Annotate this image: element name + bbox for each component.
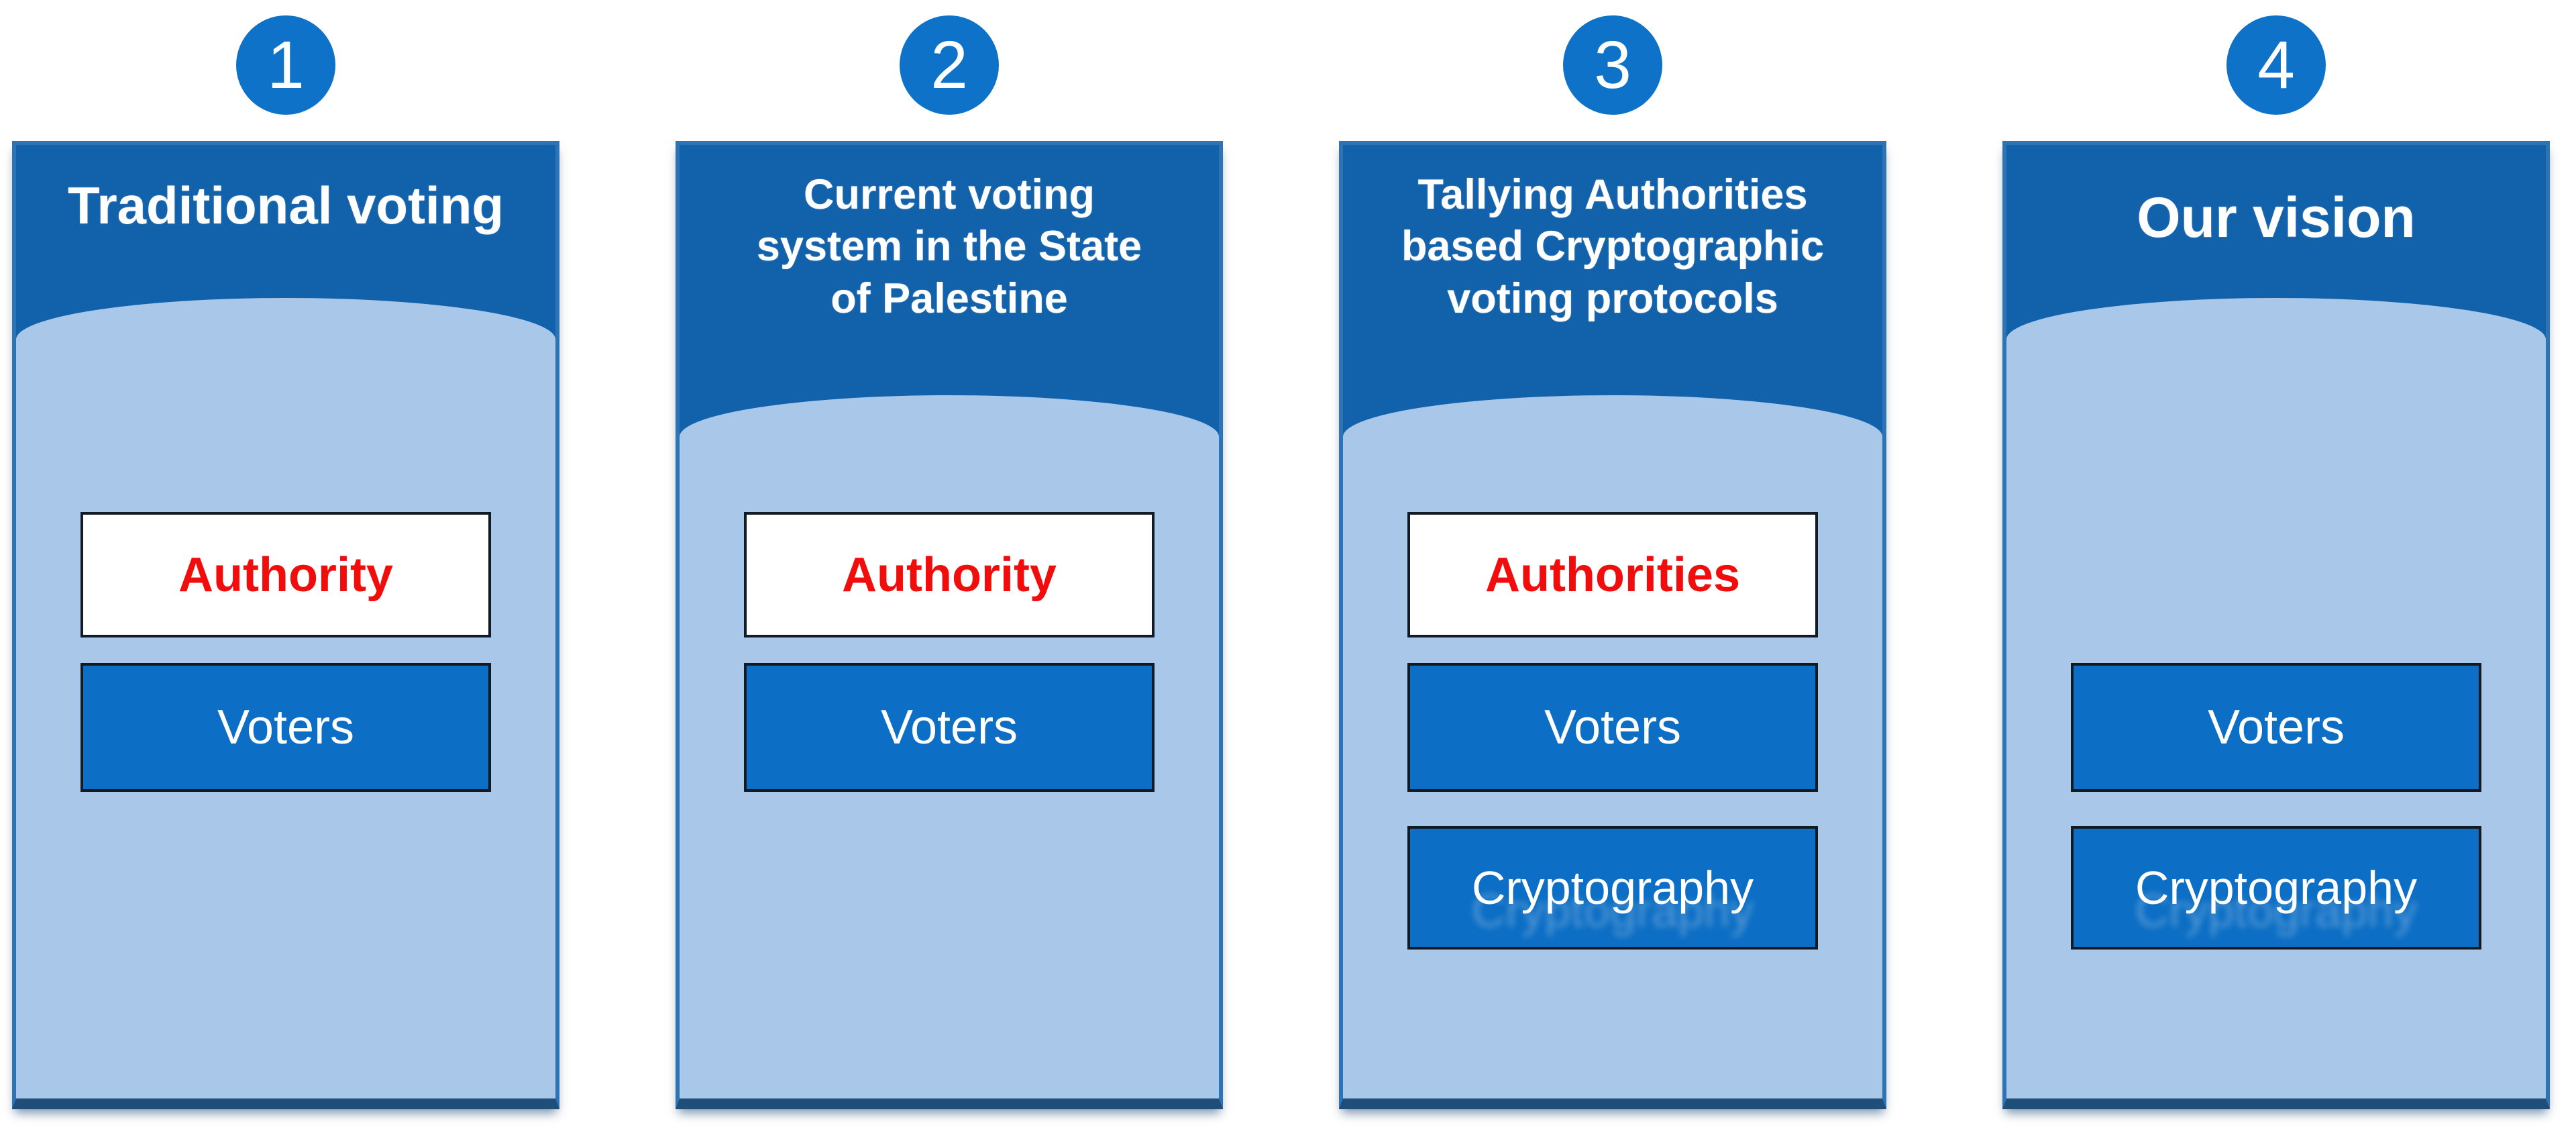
panel-title: Our vision (2006, 184, 2546, 252)
authority-label: Authority (178, 548, 393, 602)
panel-title-line: based Cryptographic (1401, 223, 1825, 270)
step-number: 1 (267, 28, 305, 103)
voters-box: Voters (744, 663, 1155, 792)
step-number-badge-2: 2 (900, 15, 999, 115)
panel-title: Tallying Authorities based Cryptographic… (1343, 169, 1882, 325)
authority-box: Authority (744, 512, 1155, 637)
step-number: 2 (930, 28, 968, 103)
panel-title-line: Tallying Authorities (1417, 171, 1808, 218)
step-number-badge-4: 4 (2226, 15, 2326, 115)
panel-title: Traditional voting (16, 173, 555, 239)
authorities-box: Authorities (1407, 512, 1818, 637)
voters-label: Voters (2207, 701, 2345, 754)
panel-title-line: voting protocols (1447, 274, 1778, 322)
panel-title-line: system in the State (756, 223, 1142, 270)
panel-current-voting-palestine: Current voting system in the State of Pa… (676, 141, 1223, 1109)
step-number-badge-1: 1 (236, 15, 335, 115)
voters-label: Voters (217, 701, 355, 754)
step-number-badge-3: 3 (1563, 15, 1662, 115)
panel-title-line: Our vision (2137, 186, 2416, 249)
voters-box: Voters (80, 663, 491, 792)
voters-box: Voters (2071, 663, 2481, 792)
panel-title-line: of Palestine (830, 274, 1068, 322)
panel-our-vision: Our vision Voters Cryptography (2002, 141, 2550, 1109)
cryptography-label: Cryptography (1471, 862, 1754, 914)
panel-tallying-authorities-crypto: Tallying Authorities based Cryptographic… (1339, 141, 1886, 1109)
cryptography-label: Cryptography (2135, 862, 2418, 914)
authority-label: Authority (842, 548, 1057, 602)
step-number: 4 (2257, 28, 2295, 103)
cryptography-box: Cryptography (1407, 826, 1818, 950)
voters-label: Voters (1544, 701, 1682, 754)
authority-box: Authority (80, 512, 491, 637)
cryptography-box: Cryptography (2071, 826, 2481, 950)
voters-label: Voters (880, 701, 1018, 754)
panel-traditional-voting: Traditional voting Authority Voters (12, 141, 559, 1109)
panel-title-line: Current voting (804, 171, 1095, 218)
panel-title: Current voting system in the State of Pa… (680, 169, 1219, 325)
panel-title-line: Traditional voting (67, 176, 504, 235)
voters-box: Voters (1407, 663, 1818, 792)
step-number: 3 (1594, 28, 1631, 103)
authorities-label: Authorities (1485, 548, 1740, 602)
